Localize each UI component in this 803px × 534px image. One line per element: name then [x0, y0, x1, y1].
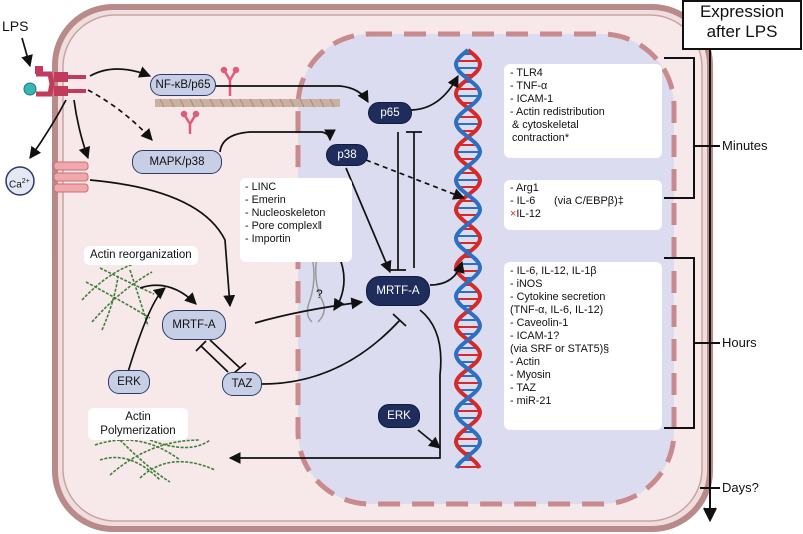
minutes-item: - TNF-α [510, 80, 548, 92]
hours-item: - IL-6, IL-12, IL-1β [510, 265, 597, 277]
calcium-channel-icon [53, 161, 89, 193]
minutes-item: contraction* [512, 132, 570, 144]
arrow-erk-nuc-to-dna [417, 429, 441, 449]
hours-item: - iNOS [510, 278, 543, 290]
arrow-p38-to-mrtfa [345, 167, 392, 274]
actin-polymerization-line-1: Actin [125, 411, 151, 423]
arrow-receptor-to-nfkb [89, 66, 152, 78]
minutes-item: - Actin redistribution [510, 106, 605, 118]
arrow-lps-to-receptor [21, 37, 33, 68]
arrow-actin-reorg-to-mrtfa [139, 284, 197, 305]
minutes-expression-box: - TLR4 - TNF-α - ICAM-1 - Actin redistri… [504, 64, 662, 158]
dna-strand [453, 48, 483, 469]
nfkb-p65-node: NF-κB/p65 [150, 74, 216, 96]
hours-item: - Myosin [510, 369, 551, 381]
minutes-item: & cytoskeletal [512, 119, 579, 131]
hours-item: - ICAM-1? [510, 330, 560, 342]
erk-cytoplasmic-node: ERK [108, 370, 150, 394]
erk-nuclear-node: ERK [378, 404, 420, 428]
mrtfa-cytoplasmic-node: MRTF-A [162, 310, 226, 340]
hours-item: - miR-21 [510, 395, 552, 407]
emerin-item: - Emerin [245, 194, 286, 206]
cross-mark-icon: × [510, 208, 517, 220]
p38-node: p38 [326, 144, 368, 166]
calcium-ion-icon [5, 166, 35, 196]
title-line-2: after LPS [706, 22, 778, 41]
minutes-item: - ICAM-1 [510, 93, 554, 105]
arrow-nfkb-to-p65 [215, 85, 369, 104]
arrow-receptor-to-mapk [87, 89, 153, 141]
il12-item: IL-12 [516, 208, 541, 220]
lps-label: LPS [2, 18, 29, 34]
arrow-receptor-to-ca [73, 99, 91, 160]
timeline-minutes-label: Minutes [722, 138, 768, 153]
timeline-hours-label: Hours [722, 335, 757, 350]
il12-row: ×IL-12 [510, 208, 656, 221]
nucleoskeleton-item: - Nucleoskeleton [245, 207, 326, 219]
minutes-item: - TLR4 [510, 67, 543, 79]
hours-expression-box: - IL-6, IL-12, IL-1β - iNOS - Cytokine s… [504, 262, 662, 430]
tlr4-receptor-icon [23, 66, 86, 97]
via-cebpb-label: (via C/EBPβ)‡ [554, 195, 624, 207]
p65-node: p65 [368, 102, 412, 124]
cytoskeleton-texture [159, 98, 335, 108]
actin-polymerization-line-2: Polymerization [100, 425, 176, 437]
hours-item: - Cytokine secretion [510, 291, 606, 303]
arrow-erk-to-actin-reorg [127, 287, 166, 373]
hours-item: (via SRF or STAT5)§ [510, 343, 610, 355]
hours-item: - Caveolin-1 [510, 317, 569, 329]
dna-helix-icon [453, 48, 483, 469]
arrow-mapk-to-p38 [219, 129, 336, 153]
inhibition-lines [195, 131, 422, 385]
arrow-ca-to-mrtfa [89, 179, 236, 308]
il6-item: - IL-6 [510, 195, 536, 207]
timeline-days-label: Days? [722, 480, 759, 495]
arrow-mrtfa-to-actin-poly [228, 309, 442, 464]
hours-item: (TNF-α, IL-6, IL-12) [510, 304, 604, 316]
mrtfa-nuclear-node: MRTF-A [366, 276, 430, 306]
expression-title-box: Expression after LPS [682, 0, 802, 50]
hours-item: - Actin [510, 356, 541, 368]
mapk-p38-node: MAPK/p38 [132, 150, 222, 174]
arrow-mrtfa-to-dna [429, 260, 465, 286]
importin-item: - Importin [245, 233, 291, 245]
pathway-arrows [21, 37, 466, 464]
title-line-1: Expression [699, 2, 785, 21]
intermediate-expression-box: - Arg1 - IL-6 ×IL-12 (via C/EBPβ)‡ [504, 180, 662, 230]
timeline [664, 50, 720, 523]
cytoskeleton-bar [155, 99, 340, 107]
nuclear-envelope-list-box: - LINC - Emerin - Nucleoskeleton - Pore … [240, 178, 352, 262]
taz-node: TAZ [222, 372, 262, 396]
pore-complex-item: - Pore complex‖ [245, 220, 323, 232]
calcium-label: Ca2+ [9, 178, 30, 191]
arrow-p65-to-dna [409, 74, 459, 111]
actin-reorganization-label: Actin reorganization [84, 246, 198, 265]
arg1-item: - Arg1 [510, 182, 539, 194]
arrow-receptor-to-ca-left [29, 99, 67, 159]
question-mark: ? [316, 287, 323, 301]
hours-item: - TAZ [510, 382, 536, 394]
linc-item: - LINC [245, 181, 277, 193]
actin-polymerization-label: Actin Polymerization [88, 408, 188, 440]
adaptor-protein-icon [180, 66, 240, 134]
arrow-mrtfa-cyto-to-nuc [254, 297, 364, 324]
nucleoskeleton-strands-icon [306, 249, 325, 323]
